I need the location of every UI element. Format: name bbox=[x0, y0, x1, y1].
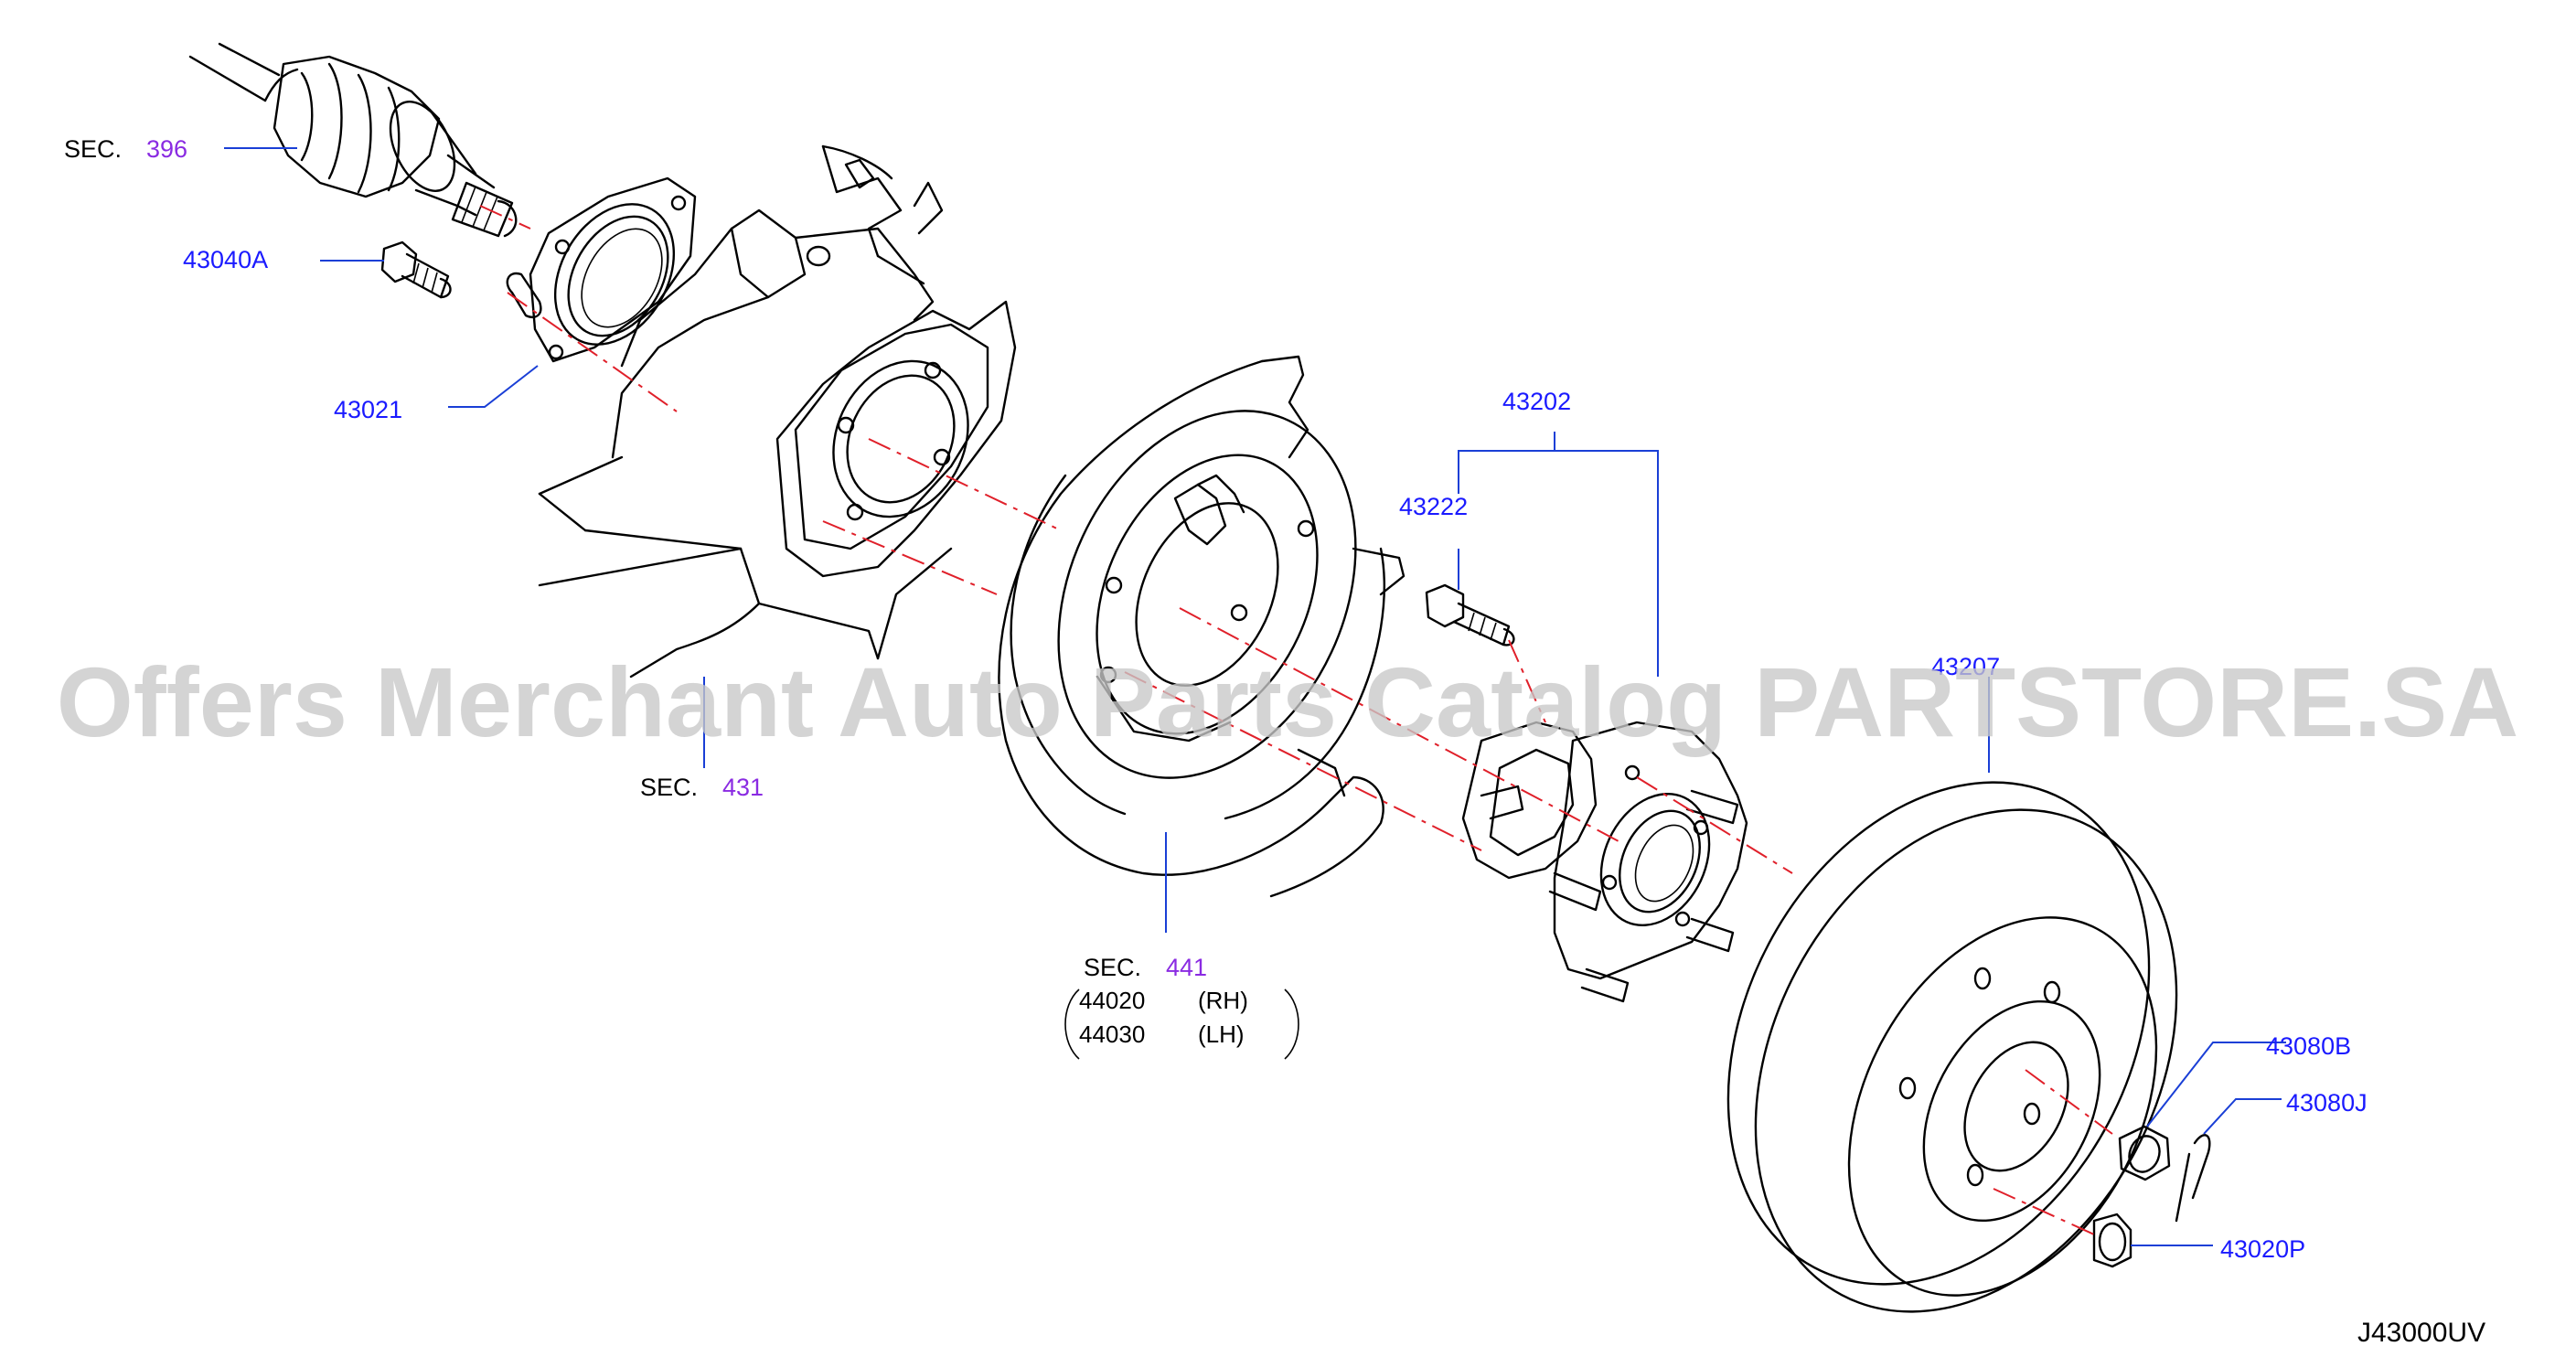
backing-plate-rh-side: (RH) bbox=[1198, 987, 1248, 1014]
part-43202-link[interactable]: 43202 bbox=[1502, 388, 1571, 415]
flange-bolt-drawing bbox=[380, 240, 452, 299]
sec-431-label: SEC. 431 bbox=[640, 774, 764, 801]
sec-396-label: SEC. 396 bbox=[64, 135, 187, 163]
svg-text:SEC.: SEC. bbox=[64, 135, 122, 163]
backing-plate-lh-number: 44030 bbox=[1079, 1020, 1145, 1048]
knuckle-drawing bbox=[538, 144, 1017, 678]
hub-assembly-drawing bbox=[1461, 721, 1748, 1003]
backing-plate-numbers: 44020 (RH) 44030 (LH) bbox=[1064, 987, 1299, 1060]
svg-text:SEC.: SEC. bbox=[640, 774, 698, 801]
backing-plate-rh-number: 44020 bbox=[1079, 987, 1145, 1014]
svg-text:SEC.: SEC. bbox=[1084, 954, 1141, 981]
part-43222-link[interactable]: 43222 bbox=[1399, 493, 1468, 520]
part-43021-link[interactable]: 43021 bbox=[334, 396, 402, 423]
bearing-housing-drawing bbox=[506, 176, 697, 363]
small-parts-drawing bbox=[2092, 1125, 2211, 1268]
sec-441-link[interactable]: 441 bbox=[1166, 954, 1207, 981]
brake-rotor-drawing bbox=[1726, 781, 2178, 1313]
part-43080B-link[interactable]: 43080B bbox=[2266, 1032, 2351, 1060]
backing-plate-lh-side: (LH) bbox=[1198, 1020, 1245, 1048]
part-43040A-link[interactable]: 43040A bbox=[183, 246, 268, 273]
sec-396-link[interactable]: 396 bbox=[146, 135, 187, 163]
backing-plate-drawing bbox=[998, 355, 1406, 898]
hub-bolt-drawing bbox=[1425, 583, 1515, 646]
part-43020P-link[interactable]: 43020P bbox=[2220, 1235, 2305, 1263]
part-43080J-link[interactable]: 43080J bbox=[2286, 1089, 2368, 1117]
leader-lines bbox=[224, 147, 2286, 1246]
sec-431-link[interactable]: 431 bbox=[722, 774, 764, 801]
center-lines bbox=[479, 205, 2113, 1235]
sec-441-label: SEC. 441 bbox=[1084, 954, 1207, 981]
watermark-text: Offers Merchant Auto Parts Catalog PARTS… bbox=[57, 646, 2518, 757]
drive-shaft-drawing bbox=[188, 42, 518, 238]
part-43207-link[interactable]: 43207 bbox=[1931, 653, 2000, 680]
diagram-code: J43000UV bbox=[2357, 1318, 2485, 1348]
